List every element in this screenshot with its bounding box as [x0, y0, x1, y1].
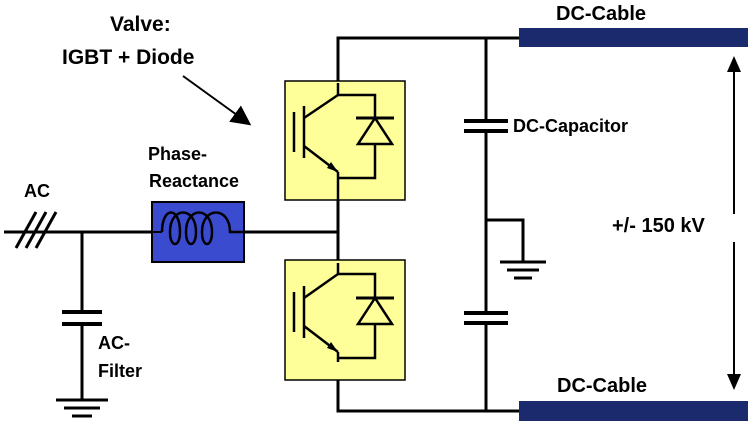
ac-filter-label-line1: AC-	[98, 333, 130, 353]
valve-pointer-arrow	[182, 75, 252, 126]
ac-filter-label-line2: Filter	[98, 361, 143, 381]
dc-cable-top	[519, 28, 748, 47]
valve-upper	[284, 80, 406, 201]
phase-reactance-label-line1: Phase-	[148, 144, 208, 164]
dc-ground-icon	[500, 260, 546, 280]
phase-reactance-inductor	[151, 201, 245, 263]
three-phase-mark-icon	[14, 211, 58, 249]
dc-cable-top-label: DC-Cable	[556, 3, 647, 25]
wiring	[4, 36, 525, 413]
ac-filter-capacitor	[62, 310, 102, 326]
phase-reactance-label-line2: Reactance	[149, 171, 240, 191]
valve-lower	[284, 259, 406, 381]
dc-capacitor-label: DC-Capacitor	[513, 116, 629, 136]
ac-label: AC	[24, 181, 50, 201]
dc-capacitor-top	[464, 119, 508, 133]
dc-cable-bottom-label: DC-Cable	[557, 375, 648, 397]
dc-capacitor-bottom	[464, 311, 508, 325]
ac-filter-ground-icon	[56, 398, 108, 418]
dc-cable-bottom	[519, 401, 748, 421]
voltage-double-arrow	[727, 56, 741, 390]
voltage-label: +/- 150 kV	[610, 215, 707, 237]
valve-label-line2: IGBT + Diode	[62, 46, 195, 69]
valve-label-line1: Valve:	[110, 13, 171, 36]
